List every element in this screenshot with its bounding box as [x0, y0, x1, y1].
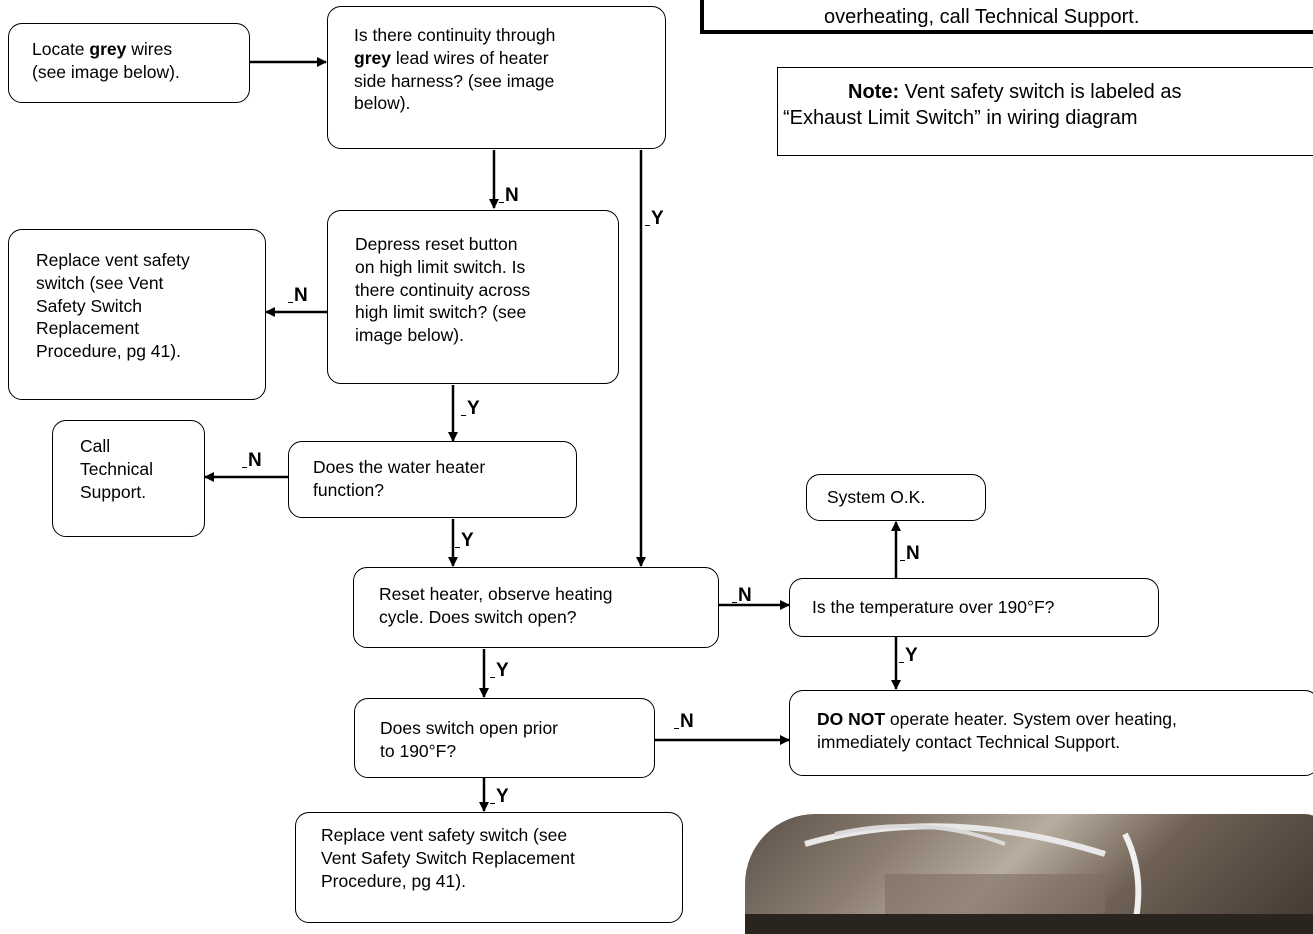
box-system-ok: System O.K.: [806, 474, 986, 521]
box-continuity-grey-leads: Is there continuity through grey lead wi…: [327, 6, 666, 149]
box-text: Replace vent safety switch (see: [321, 825, 568, 845]
box-temperature-over-190: Is the temperature over 190°F?: [789, 578, 1159, 637]
note-text-2: “Exhaust Limit Switch” in wiring diagram: [783, 107, 1138, 129]
box-text: Locate: [32, 39, 90, 59]
label-y: Y: [461, 398, 480, 419]
box-depress-reset-button: Depress reset button on high limit switc…: [327, 210, 619, 384]
box-text: System O.K.: [827, 487, 926, 507]
box-text: Procedure, pg 41).: [36, 341, 181, 361]
box-text-bold: DO NOT: [817, 709, 886, 729]
label-n: N: [499, 185, 519, 206]
box-switch-open-prior: Does switch open prior to 190°F?: [354, 698, 655, 778]
box-does-heater-function: Does the water heater function?: [288, 441, 577, 518]
box-text: Depress reset button: [355, 234, 518, 254]
heater-component-photo: [745, 814, 1313, 934]
box-text: Is the temperature over 190°F?: [812, 597, 1055, 617]
box-text: Reset heater, observe heating: [379, 584, 613, 604]
box-text: image below).: [355, 325, 464, 345]
warning-text: overheating, call Technical Support.: [824, 6, 1140, 28]
note-prefix: Note:: [848, 81, 900, 103]
box-text: function?: [313, 479, 385, 500]
box-text: Procedure, pg 41).: [321, 870, 466, 891]
box-text: side harness? (see image: [354, 70, 555, 91]
label-n: N: [732, 585, 752, 606]
box-text: Technical: [80, 458, 153, 479]
box-text: lead wires of heater: [390, 47, 549, 68]
photo-detail: [745, 823, 1313, 934]
label-n: N: [242, 450, 262, 471]
box-call-technical-support: Call Technical Support.: [52, 420, 205, 537]
box-text-bold: grey: [89, 39, 127, 59]
note-text-1: Vent safety switch is labeled as: [899, 81, 1182, 103]
box-text: wires: [126, 39, 173, 59]
box-text: operate heater. System over heating,: [885, 709, 1177, 729]
label-y: Y: [490, 786, 509, 807]
box-text: Call: [80, 436, 111, 456]
box-text: high limit switch? (see: [355, 302, 527, 323]
box-text: Vent Safety Switch Replacement: [321, 847, 575, 868]
box-reset-heater-observe: Reset heater, observe heating cycle. Doe…: [353, 567, 719, 648]
label-y: Y: [455, 530, 474, 551]
warning-box: overheating, call Technical Support.: [700, 0, 1313, 34]
box-text: Replacement: [36, 318, 140, 339]
label-y: Y: [645, 208, 664, 229]
label-n: N: [900, 543, 920, 564]
box-text: to 190°F?: [380, 740, 457, 761]
box-text: Is there continuity through: [354, 25, 556, 45]
box-text: on high limit switch. Is: [355, 256, 526, 277]
box-text: switch (see Vent: [36, 272, 164, 293]
label-n: N: [674, 711, 694, 732]
box-replace-vent-safety-switch: Replace vent safety switch (see Vent Saf…: [8, 229, 266, 400]
box-text: Support.: [80, 481, 147, 502]
note-box: Note: Vent safety switch is labeled as “…: [777, 67, 1313, 156]
label-y: Y: [490, 660, 509, 681]
box-text: there continuity across: [355, 279, 531, 300]
box-text: Safety Switch: [36, 295, 143, 316]
label-y: Y: [899, 645, 918, 666]
box-text: Does the water heater: [313, 457, 486, 477]
box-replace-vent-switch-final: Replace vent safety switch (see Vent Saf…: [295, 812, 683, 923]
box-do-not-operate: DO NOT operate heater. System over heati…: [789, 690, 1313, 776]
box-text: below).: [354, 93, 411, 114]
box-text: (see image below).: [32, 61, 180, 82]
box-text-bold: grey: [354, 47, 391, 68]
box-text: cycle. Does switch open?: [379, 606, 577, 627]
label-n: N: [288, 285, 308, 306]
box-text: Does switch open prior: [380, 718, 558, 738]
box-text: Replace vent safety: [36, 250, 190, 270]
box-text: immediately contact Technical Support.: [817, 731, 1121, 752]
box-locate-grey-wires: Locate grey wires (see image below).: [8, 23, 250, 103]
